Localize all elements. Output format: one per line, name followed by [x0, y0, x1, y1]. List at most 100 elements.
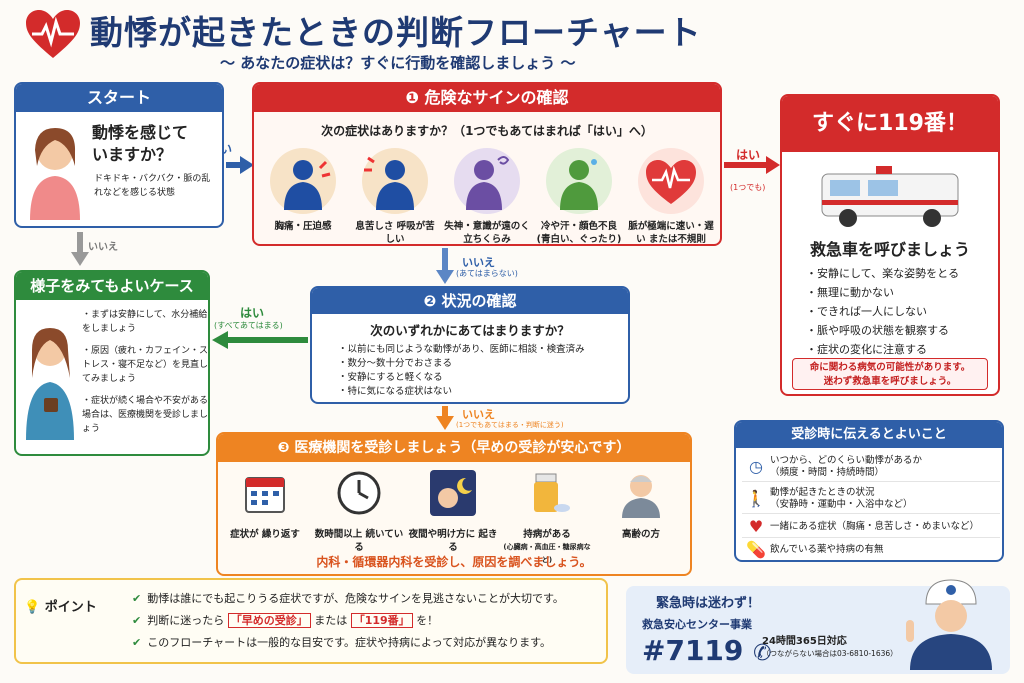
- calendar-icon: [245, 477, 285, 513]
- list-item: ・症状の変化に注意する: [806, 343, 927, 356]
- woman-tea-icon: [26, 328, 74, 440]
- list-item: ・特に気になる症状はない: [338, 386, 453, 397]
- arrow-label-no-danger: いいえ: [462, 256, 495, 269]
- symptom-chest-pain: 胸痛・圧迫感: [260, 148, 346, 233]
- point-box: 💡 ポイント 動悸は誰にでも起こりうる症状ですが、危険なサインを見逃さないことが…: [14, 578, 608, 664]
- list-item: ・原因（疲れ・カフェイン・ストレス・寝不足など）を見直してみましょう: [82, 346, 209, 384]
- call-119-title: すぐに119番！: [782, 96, 998, 152]
- arrow-label-yes-status: はい: [240, 306, 265, 320]
- paramedic-icon: [906, 579, 992, 670]
- clinic-item-label: 夜間や明け方に 起きる: [408, 529, 498, 553]
- symptom-label: 失神・意識が遠のく 立ちくらみ: [444, 221, 530, 245]
- arrow-label-yes-any: (1つでも): [730, 183, 766, 192]
- arrow-danger-to-call: [724, 156, 780, 174]
- call-119-box: すぐに119番！ 救急車を呼びましょう ・安静にして、楽な姿勢をとる ・無理に動…: [780, 94, 1000, 396]
- clinic-item-label: 高齢の方: [621, 529, 660, 540]
- status-question: 次のいずれかにあてはまりますか？: [370, 323, 570, 338]
- list-item: ・数分〜数十分でおさまる: [338, 358, 453, 369]
- list-item: このフローチャートは一般的な目安です。症状や持病によって対応が異なります。: [132, 632, 564, 654]
- clinic-title: ❸ 医療機関を受診しましょう（早めの受診が安心です）: [218, 434, 690, 462]
- status-list: ・以前にも同じような動悸があり、医師に相談・検査済み ・数分〜数十分でおさまる …: [338, 343, 628, 399]
- clinic-item-repeat: 症状が 繰り返す: [218, 468, 312, 541]
- clinic-visit-box: ❸ 医療機関を受診しましょう（早めの受診が安心です） 症状が 繰り返す 数時間以…: [216, 432, 692, 576]
- watch-title: 様子をみてもよいケース: [16, 272, 208, 300]
- medicine-icon: [534, 473, 570, 512]
- list-item: ・症状が続く場合や不安がある場合は、医療機関を受診しましょう: [82, 396, 209, 434]
- list-item: ・無理に動かない: [806, 286, 894, 299]
- arrow-label-no-start: いいえ: [88, 242, 118, 253]
- call-119-list: ・安静にして、楽な姿勢をとる ・無理に動かない ・できれば一人にしない ・脈や呼…: [806, 264, 959, 359]
- emergency-alt-number: （つながらない場合は03-6810-1636）: [762, 649, 898, 658]
- list-item: 動悸は誰にでも起こりうる症状ですが、危険なサインを見逃さないことが大切です。: [132, 588, 564, 610]
- clinic-item-label: 持病がある: [523, 529, 571, 540]
- danger-question: 次の症状はありますか？（1つでもあてはまれば「はい」へ）: [321, 124, 653, 138]
- tell-doctor-box: 受診時に伝えるとよいこと ◷ いつから、どのくらい動悸があるか（頻度・時間・持続…: [734, 420, 1004, 562]
- night-icon: [430, 470, 476, 516]
- dizzy-icon: [454, 148, 520, 214]
- heart-pulse-icon: [638, 148, 704, 214]
- phone-icon: ✆: [753, 641, 772, 666]
- call-119-warning: 命に関わる病気の可能性があります。迷わず救急車を呼びましょう。: [792, 358, 988, 390]
- watch-case-box: 様子をみてもよいケース ・まずは安静にして、水分補給をしましょう ・原因（疲れ・…: [14, 270, 210, 456]
- arrow-label-yes-danger: はい: [736, 148, 761, 162]
- start-description: ドキドキ・バクバク・脈の乱れなどを感じる状態: [94, 174, 211, 198]
- walking-icon: 🚶: [746, 488, 766, 508]
- symptom-pulse: 脈が極端に速い・遅い または不規則: [628, 148, 714, 245]
- arrow-status-to-clinic: [436, 406, 454, 430]
- elderly-icon: [622, 475, 660, 518]
- list-item: ・安静にすると軽くなる: [338, 372, 443, 383]
- pill-icon: 💊: [746, 540, 766, 559]
- woman-chest-icon: [30, 128, 80, 220]
- clock-icon: ◷: [749, 456, 763, 476]
- status-check-box: ❷ 状況の確認 次のいずれかにあてはまりますか？ ・以前にも同じような動悸があり…: [310, 286, 630, 404]
- clinic-item-chronic: 持病がある (心臓病・高血圧・糖尿病など): [500, 468, 594, 567]
- heartbeat-icon: ♥: [748, 516, 764, 536]
- chest-pain-icon: [270, 148, 336, 214]
- tell-title: 受診時に伝えるとよいこと: [736, 422, 1002, 448]
- clock-icon: [337, 471, 381, 515]
- lightbulb-icon: 💡: [24, 600, 41, 615]
- clinic-item-label: 症状が 繰り返す: [230, 529, 300, 540]
- arrow-danger-to-status: [436, 248, 454, 284]
- list-item: ・安静にして、楽な姿勢をとる: [806, 267, 960, 280]
- ambulance-icon: [821, 166, 959, 227]
- tell-row: ♥ 一緒にある症状（胸痛・息苦しさ・めまいなど）: [742, 516, 1000, 538]
- emergency-title: 緊急時は迷わず！: [656, 596, 761, 611]
- symptom-cold-sweat: 冷や汗・顔色不良 (青白い、ぐったり): [536, 148, 622, 245]
- symptom-label: 脈が極端に速い・遅い または不規則: [628, 221, 714, 245]
- emergency-hours: 24時間365日対応: [762, 636, 847, 647]
- list-item: 判断に迷ったら 「早めの受診」 または 「119番」 を！: [132, 610, 564, 632]
- emergency-number[interactable]: #7119 ✆: [642, 634, 772, 667]
- arrow-start-to-watch: [71, 232, 89, 266]
- symptom-label: 胸痛・圧迫感: [274, 221, 332, 232]
- heart-logo-icon: [26, 10, 80, 58]
- danger-signs-box: ❶ 危険なサインの確認 次の症状はありますか？（1つでもあてはまれば「はい」へ）…: [252, 82, 722, 246]
- page-title: 動悸が起きたときの判断フローチャート: [90, 13, 702, 52]
- arrow-label-yes-all: (すべてあてはまる): [214, 321, 283, 330]
- danger-title: ❶ 危険なサインの確認: [254, 84, 720, 112]
- symptom-breathless: 息苦しさ 呼吸が苦しい: [352, 148, 438, 245]
- tell-row: ◷ いつから、どのくらい動悸があるか（頻度・時間・持続時間）: [742, 452, 1000, 482]
- watch-list: ・まずは安静にして、水分補給をしましょう ・原因（疲れ・カフェイン・ストレス・寝…: [82, 308, 209, 444]
- symptom-label: 冷や汗・顔色不良 (青白い、ぐったり): [536, 221, 622, 245]
- cold-sweat-icon: [546, 148, 612, 214]
- arrow-status-to-watch: [212, 331, 308, 349]
- clinic-item-sub: (心臓病・高血圧・糖尿病など): [503, 543, 591, 564]
- symptom-label: 息苦しさ 呼吸が苦しい: [355, 221, 435, 245]
- arrow-label-no-none: (あてはまらない): [456, 269, 518, 278]
- arrow-start-to-danger: [226, 156, 254, 174]
- arrow-label-no-some: (1つでもあてはまる・判断に迷う): [456, 421, 564, 429]
- clinic-item-hours: 数時間以上 続いている: [312, 468, 406, 554]
- list-item: ・まずは安静にして、水分補給をしましょう: [82, 310, 208, 334]
- start-title: スタート: [16, 84, 222, 112]
- point-list: 動悸は誰にでも起こりうる症状ですが、危険なサインを見逃さないことが大切です。 判…: [132, 588, 564, 654]
- clinic-item-elderly: 高齢の方: [594, 468, 688, 541]
- start-box: スタート 動悸を感じていますか？ ドキドキ・バクバク・脈の乱れなどを感じる状態: [14, 82, 224, 228]
- list-item: ・以前にも同じような動悸があり、医師に相談・検査済み: [338, 344, 585, 355]
- status-title: ❷ 状況の確認: [312, 288, 628, 314]
- clinic-item-label: 数時間以上 続いている: [314, 529, 404, 553]
- list-item: ・脈や呼吸の状態を観察する: [806, 324, 949, 337]
- emergency-agency: 救急安心センター事業: [642, 618, 752, 631]
- clinic-item-night: 夜間や明け方に 起きる: [406, 468, 500, 554]
